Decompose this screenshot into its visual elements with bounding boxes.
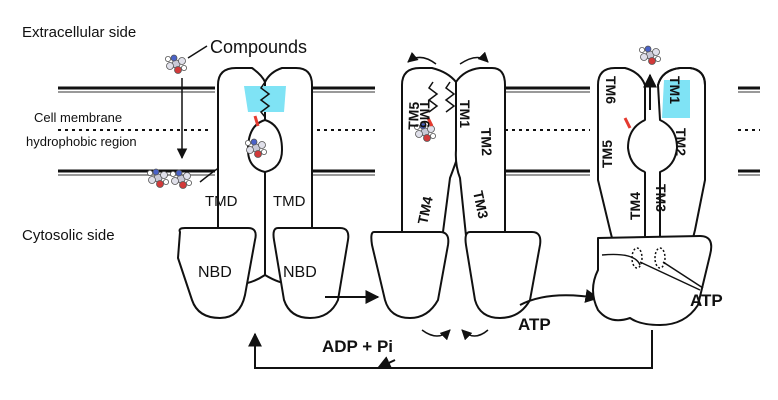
compound-molecule-icon [169, 169, 193, 189]
tm5-label: TM5 [405, 101, 422, 130]
gate-zigzag [444, 81, 456, 113]
compound-molecule-icon [164, 54, 188, 74]
nbd-approach-arrow-right [461, 329, 489, 341]
return-cycle-arrow [248, 330, 653, 369]
nbd-approach-arrow-left [421, 329, 451, 341]
compound-molecule-icon [639, 45, 661, 65]
nbd-interface [601, 253, 641, 266]
nbd-left-label: NBD [198, 264, 232, 281]
tm3-label: TM3 [653, 184, 669, 212]
tm4-label: TM4 [627, 192, 643, 220]
compound-molecule-icon [146, 168, 170, 188]
atp-bound-label: ATP [690, 291, 723, 310]
ligand-mark [426, 117, 434, 127]
transition-arrow-2-3 [519, 289, 600, 306]
cavity-fill [244, 86, 286, 112]
atp-pointer [662, 261, 704, 289]
gate-zigzag [427, 81, 439, 113]
transporter-state-2: TM6 TM1 TM5 TM2 TM4 TM3 [370, 51, 542, 341]
tm4-label: TM4 [414, 195, 436, 226]
tm3-label: TM3 [470, 189, 492, 220]
outward-bend-arrow-right [459, 51, 489, 65]
nbd-right [464, 231, 542, 319]
compounds-label: Compounds [210, 37, 307, 57]
tm1-label: TM1 [667, 76, 683, 104]
atp-input-label: ATP [518, 315, 551, 334]
cell-membrane-label: Cell membrane [34, 110, 122, 125]
tm1-label: TM1 [457, 100, 473, 128]
atp-pointer [639, 261, 701, 291]
ligand-mark [623, 117, 632, 129]
gate-zigzag [259, 81, 271, 118]
transporter-state-3: ATP TM6 TM1 TM5 TM2 TM4 TM3 [592, 45, 723, 326]
tm2-label: TM2 [478, 128, 495, 157]
adp-pi-label: ADP + Pi [322, 337, 393, 356]
tm6-label: TM6 [603, 76, 619, 104]
transporter-state-1: TMD TMD NBD NBD [177, 67, 350, 319]
nbd-left [370, 231, 450, 319]
outward-bend-arrow-left [407, 51, 437, 65]
tmd-left-label: TMD [205, 193, 238, 210]
cytosolic-label: Cytosolic side [22, 227, 115, 244]
nbd-right [272, 227, 350, 319]
tm2-label: TM2 [673, 128, 689, 156]
tmd-right-label: TMD [273, 193, 306, 210]
tm6-label: TM6 [417, 100, 433, 128]
adp-release-arrow [376, 356, 396, 369]
nbd-left [177, 227, 257, 319]
cavity-fill [662, 80, 690, 118]
tm5-label: TM5 [599, 140, 615, 168]
atp-site-right [654, 247, 666, 269]
nbd-right-label: NBD [283, 264, 317, 281]
ligand-mark [253, 115, 260, 127]
extracellular-label: Extracellular side [22, 24, 136, 41]
nbd-dimer [592, 235, 713, 326]
atp-site-left [631, 247, 643, 269]
compounds-pointer [187, 45, 208, 59]
hydrophobic-region-label: hydrophobic region [26, 134, 137, 149]
